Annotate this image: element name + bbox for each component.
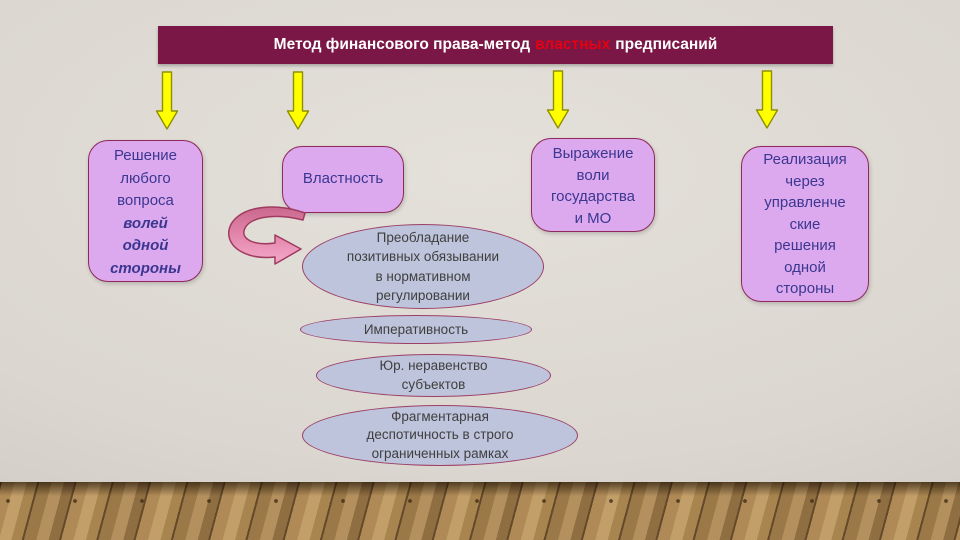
box-line: государства <box>551 188 635 205</box>
ellipse-line: Юр. неравенство <box>379 358 488 373</box>
box-line: Решение <box>113 147 178 164</box>
down-arrow-icon <box>755 70 779 129</box>
box-line: стороны <box>775 280 835 297</box>
ellipse-line: в нормативном <box>375 268 471 284</box>
box-line: через <box>785 172 825 190</box>
ellipse-line: Преобладание <box>376 229 470 245</box>
box-decision-by-one-side: Решение любого вопроса волей одной сторо… <box>88 140 203 282</box>
ellipse-line: регулировании <box>376 288 470 303</box>
box-line: управленче <box>764 194 846 211</box>
ellipse-line: ограниченных рамках <box>371 445 509 461</box>
box-expression-of-state-will: Выражение воли государства и МО <box>531 138 655 232</box>
box-line: вопроса <box>117 192 174 209</box>
box-line: решения <box>774 237 836 254</box>
title-banner: Метод финансового права-метод властных п… <box>158 26 833 64</box>
ellipse-line: Фрагментарная <box>391 408 489 424</box>
down-arrow-icon <box>546 70 570 129</box>
ellipse-positive-obligations: Преобладание позитивных обязывании в нор… <box>302 224 544 309</box>
down-arrow-icon <box>155 71 179 130</box>
box-line: Властность <box>302 170 384 188</box>
ellipse-line: Императивность <box>363 322 469 337</box>
box-line: Реализация <box>763 151 847 168</box>
ellipse-fragmentary-despotism: Фрагментарная деспотичность в строго огр… <box>302 405 578 466</box>
down-arrow-icon <box>286 71 310 130</box>
ellipse-legal-inequality: Юр. неравенство субъектов <box>316 354 551 397</box>
box-line: ские <box>789 215 821 233</box>
title-text-highlight: властных <box>535 36 611 53</box>
box-line-emphasis: волей <box>123 214 168 232</box>
box-line: Выражение <box>552 145 634 162</box>
curved-arrow-icon <box>228 206 306 265</box>
box-line: и МО <box>574 209 612 227</box>
wood-floor <box>0 482 960 540</box>
title-text-suffix: предписаний <box>615 36 718 53</box>
box-line-emphasis: стороны <box>110 259 181 277</box>
box-line-emphasis: одной <box>122 237 169 254</box>
box-line: одной <box>784 258 826 276</box>
box-line: любого <box>120 169 171 187</box>
ellipse-line: субъектов <box>401 376 466 392</box>
ellipse-line: деспотичность в строго <box>366 427 514 443</box>
title-text-prefix: Метод финансового права-метод <box>273 36 531 53</box>
box-realization-through-decisions: Реализация через управленче ские решения… <box>741 146 869 302</box>
ellipse-imperativeness: Императивность <box>300 315 532 344</box>
ellipse-line: позитивных обязывании <box>346 249 500 264</box>
box-authority: Властность <box>282 146 404 213</box>
box-line: воли <box>576 166 610 184</box>
